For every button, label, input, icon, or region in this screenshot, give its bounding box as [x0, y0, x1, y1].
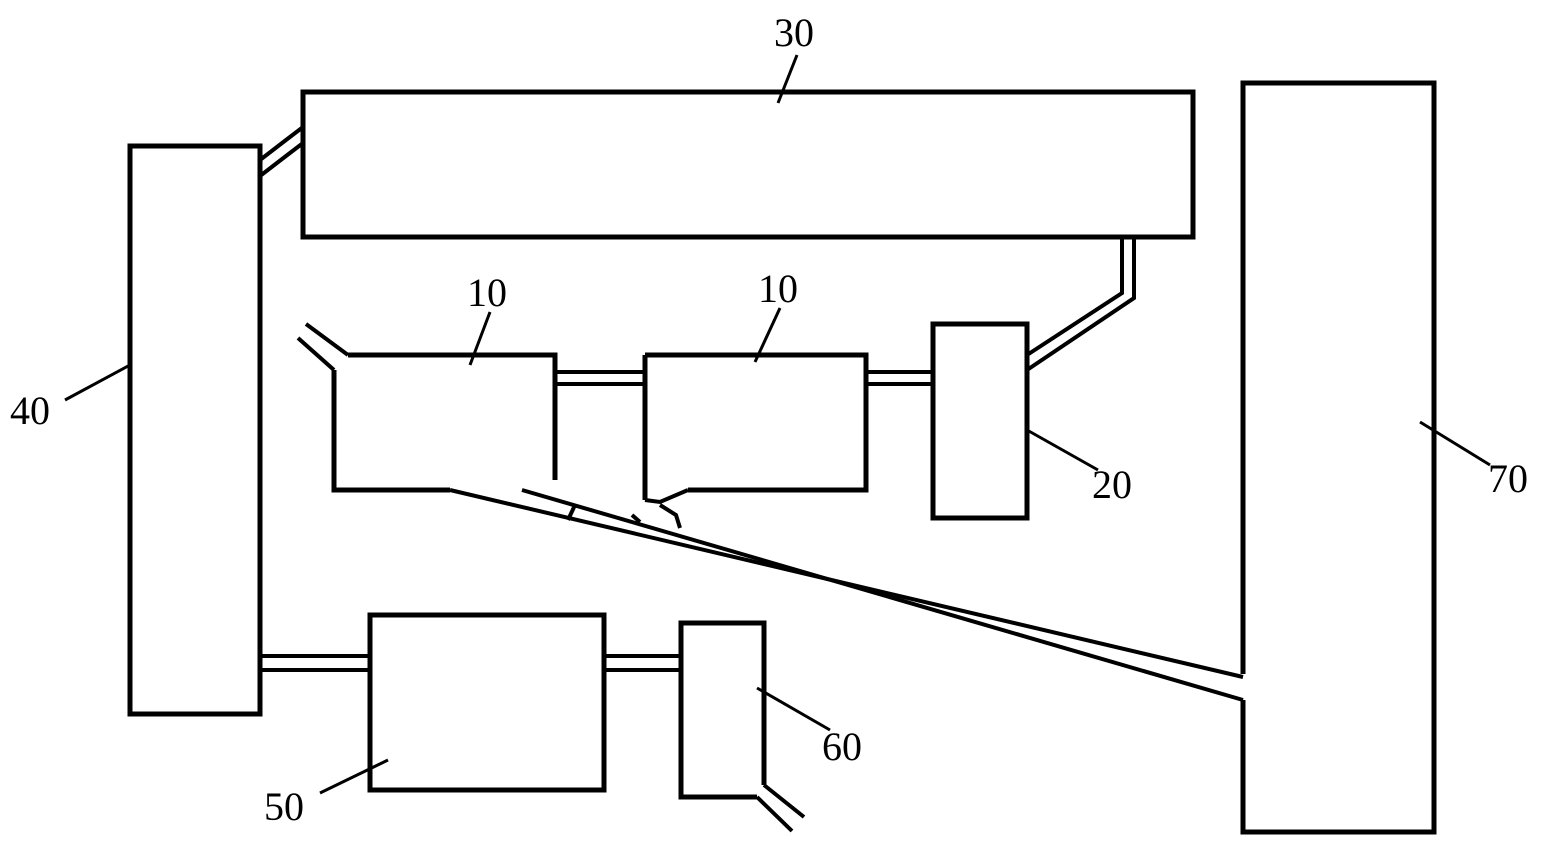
box-10-left: [331, 352, 558, 493]
connector-40-30: [258, 125, 305, 178]
leader-30: [776, 54, 799, 104]
leader-70: [1419, 420, 1491, 467]
break-mark-left: [296, 322, 350, 372]
label-30: 30: [774, 10, 814, 55]
box-70: [1240, 80, 1437, 835]
box-20: [930, 321, 1030, 521]
leader-60: [756, 686, 831, 732]
label-20: 20: [1092, 462, 1132, 507]
connector-10-20: [866, 370, 933, 386]
box-10-right: [642, 352, 869, 500]
label-10-right: 10: [758, 266, 798, 311]
box-40: [127, 143, 263, 717]
box-60: [678, 620, 767, 800]
connector-50-60: [604, 654, 681, 672]
box-30: [300, 89, 1196, 240]
break-mark-bottom: [755, 783, 806, 833]
connector-40-50: [260, 654, 370, 672]
label-40: 40: [10, 388, 50, 433]
label-60: 60: [822, 724, 862, 769]
connector-10-10: [555, 370, 645, 386]
label-70: 70: [1488, 456, 1528, 501]
label-50: 50: [264, 784, 304, 829]
leader-20: [1026, 428, 1099, 472]
box-50: [367, 612, 607, 793]
leader-50: [319, 758, 389, 795]
label-10-left: 10: [467, 270, 507, 315]
leader-10-left: [468, 311, 492, 366]
connector-30-20: [1025, 237, 1136, 372]
leader-10-right: [753, 307, 782, 363]
leader-40: [64, 363, 131, 402]
connector-10-70: [449, 488, 1244, 702]
